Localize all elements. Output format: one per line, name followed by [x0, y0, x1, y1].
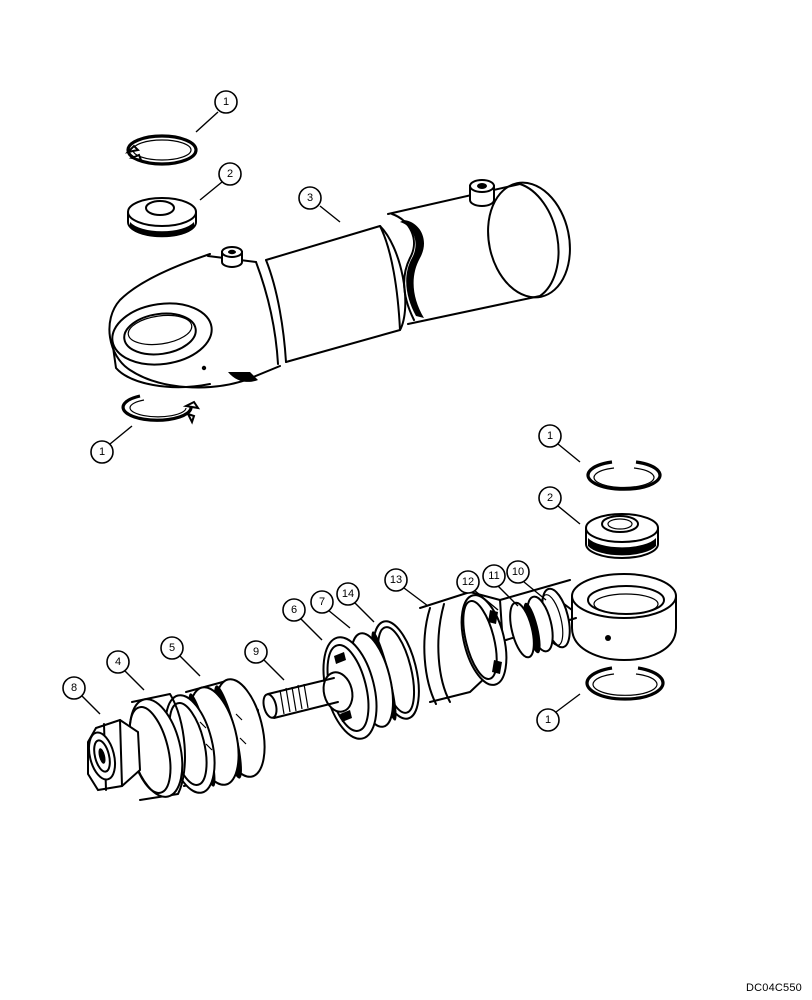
callout-2-right: 2	[547, 492, 553, 504]
callout-10: 10	[512, 566, 524, 578]
retaining-ring-right-upper	[586, 460, 662, 491]
callout-5: 5	[169, 642, 175, 654]
callout-13: 13	[390, 574, 402, 586]
wiper-seal-right	[585, 513, 659, 559]
callout-1-top-circle	[214, 90, 238, 114]
retaining-ring-eye	[121, 394, 201, 425]
callout-3: 3	[307, 192, 313, 204]
cylinder-barrel	[108, 179, 571, 389]
wiper-seal-top	[127, 197, 197, 238]
callout-1-right-upper: 1	[547, 430, 553, 442]
rod-eye	[563, 573, 677, 661]
retaining-ring-top	[124, 134, 198, 166]
drawing-code: DC04C550	[745, 982, 802, 994]
callout-1-right-lower: 1	[545, 714, 551, 726]
callout-4: 4	[115, 656, 121, 668]
callout-12: 12	[462, 576, 474, 588]
callout-2-top: 2	[227, 168, 233, 180]
callout-1-eye: 1	[99, 446, 105, 458]
callout-11: 11	[488, 570, 499, 582]
retaining-ring-right-lower	[585, 666, 665, 701]
callout-1-top: 1	[223, 96, 229, 108]
callout-9: 9	[253, 646, 259, 658]
callout-7: 7	[319, 596, 325, 608]
callouts: 1 2 3 1 1 2 13 12 11 10	[62, 90, 581, 732]
rod-thread	[279, 683, 309, 715]
callout-14: 14	[342, 588, 354, 600]
callout-6: 6	[291, 604, 297, 616]
callout-8: 8	[71, 682, 77, 694]
piston-and-nut	[87, 693, 186, 801]
piston-rod-assembly	[262, 579, 577, 740]
